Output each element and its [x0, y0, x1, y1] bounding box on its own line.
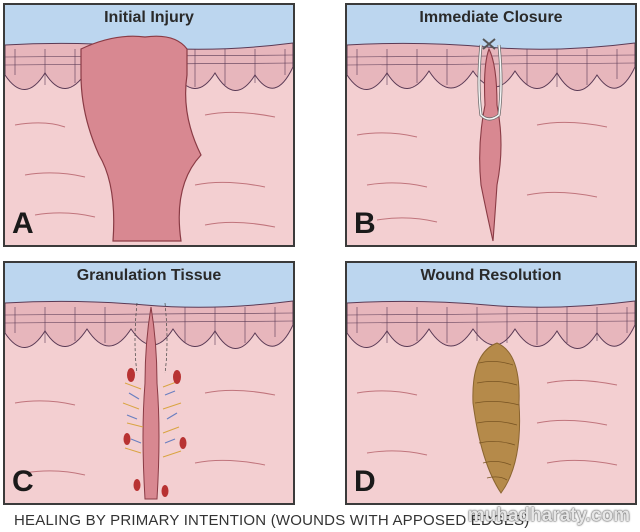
panel-title: Immediate Closure [419, 9, 563, 26]
panel-title: Granulation Tissue [76, 267, 222, 284]
panel-title: Initial Injury [104, 9, 194, 26]
panel-letter: C [12, 465, 34, 498]
panel-granulation-tissue: Granulation Tissue C [3, 261, 295, 505]
panel-initial-injury: Initial Injury A [3, 3, 295, 247]
panel-letter: D [354, 465, 376, 498]
panel-immediate-closure: Immediate Closure B [345, 3, 637, 247]
watermark: muhadharaty.com [467, 505, 630, 526]
panel-letter: A [12, 207, 34, 240]
wound-resolution-illustration [347, 263, 635, 503]
granulation-tissue-illustration [5, 263, 293, 503]
initial-injury-illustration [5, 5, 293, 245]
immediate-closure-illustration [347, 5, 635, 245]
panel-wound-resolution: Wound Resolution D [345, 261, 637, 505]
panel-title: Wound Resolution [420, 267, 562, 284]
figure-caption: HEALING BY PRIMARY INTENTION (WOUNDS WIT… [14, 512, 530, 529]
panel-letter: B [354, 207, 376, 240]
